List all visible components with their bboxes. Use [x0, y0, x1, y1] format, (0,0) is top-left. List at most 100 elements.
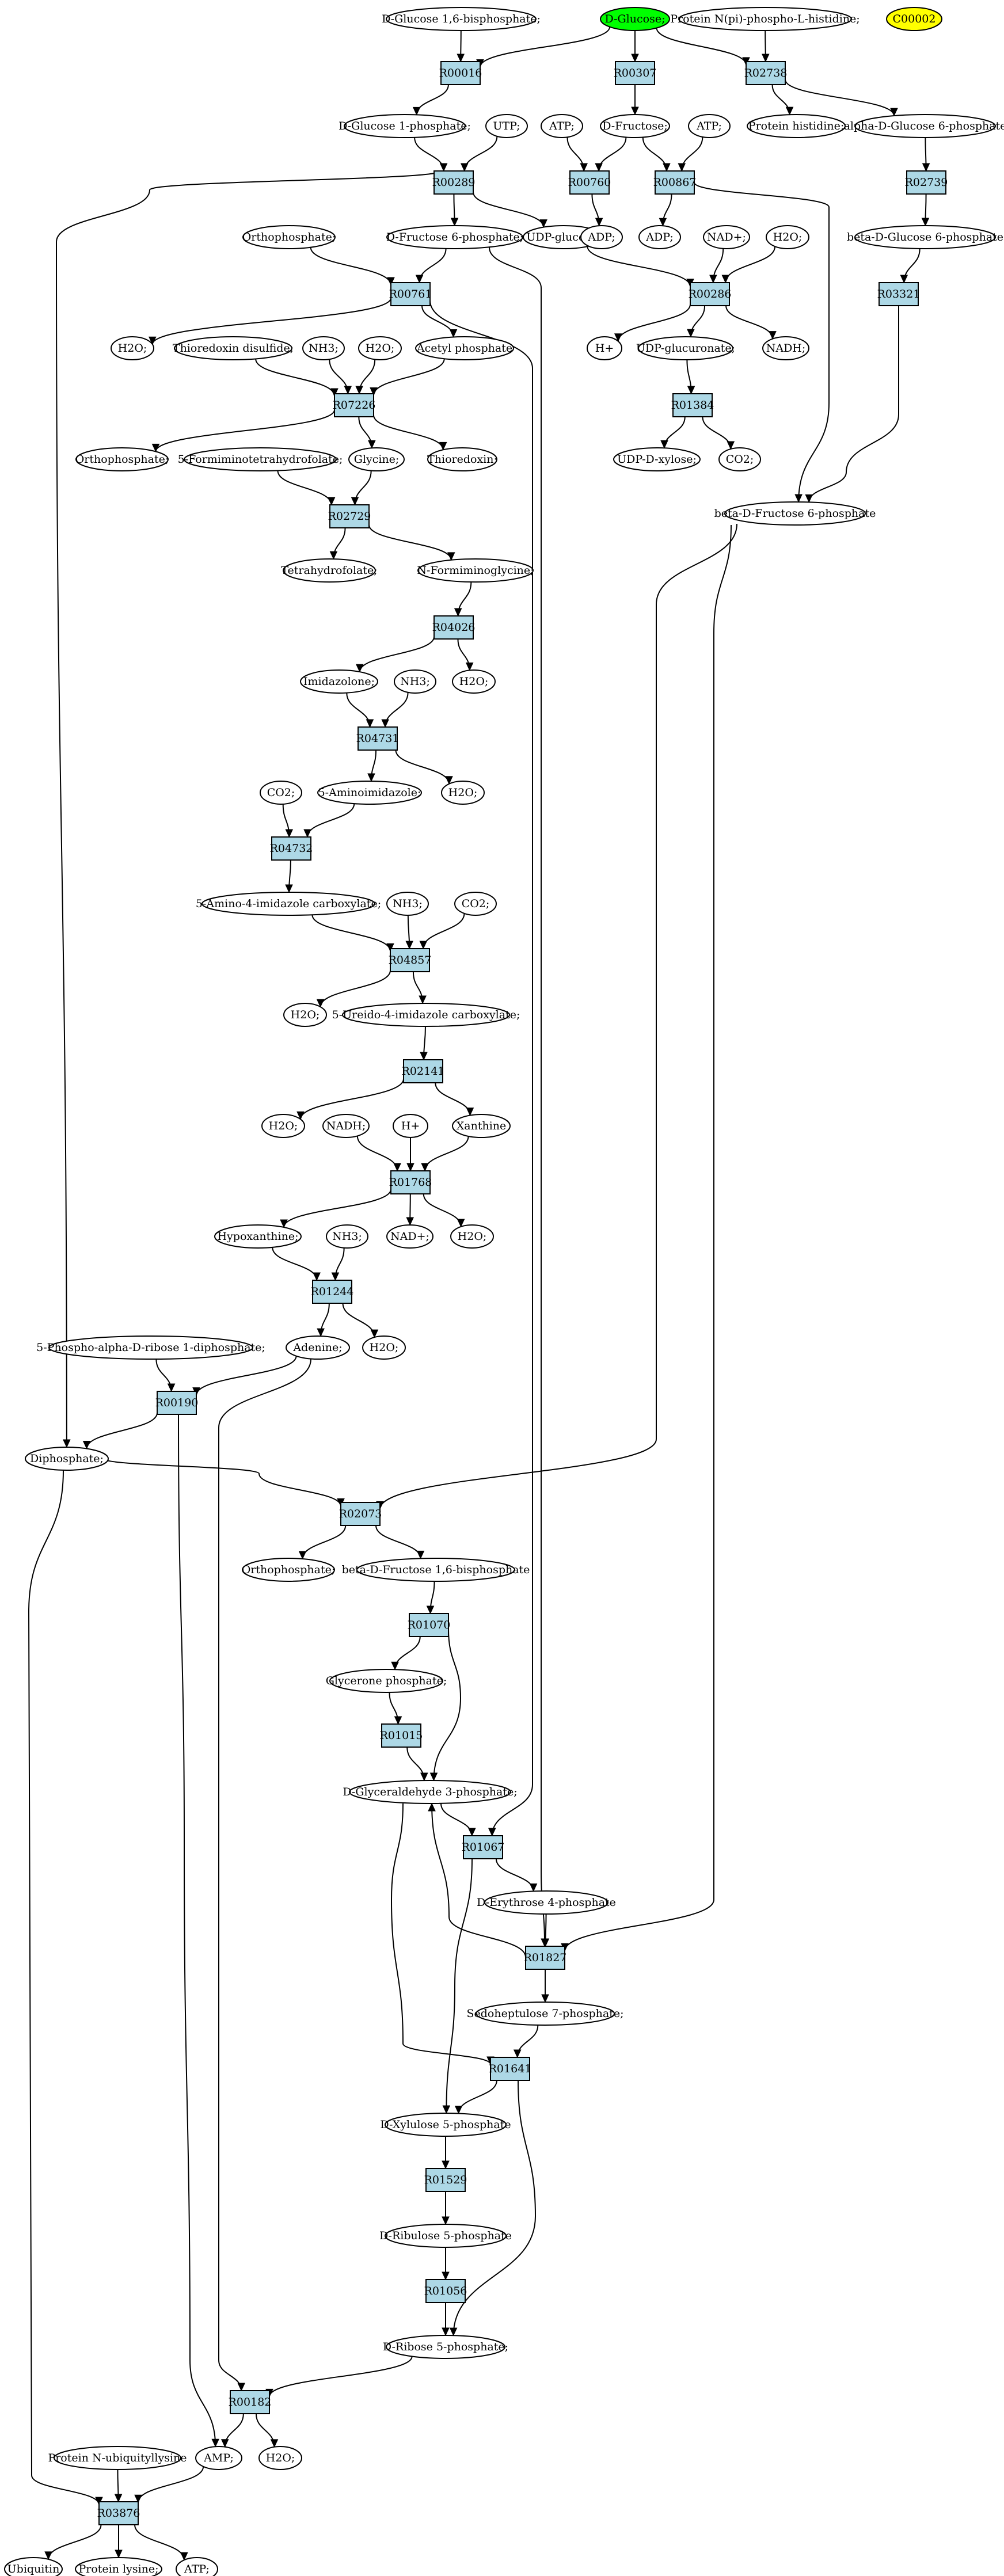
reaction-node-r02141[interactable]: R02141	[402, 1059, 445, 1083]
compound-node-amp[interactable]: AMP;	[195, 2446, 242, 2470]
compound-node-bfru6p[interactable]: beta-D-Fructose 6-phosphate	[714, 501, 876, 526]
compound-node-h2o-j[interactable]: H2O;	[258, 2446, 302, 2470]
reaction-node-r01768[interactable]: R01768	[389, 1170, 432, 1194]
compound-node-adp1[interactable]: ADP;	[580, 225, 623, 249]
compound-node-h2o-a[interactable]: H2O;	[766, 225, 809, 249]
reaction-node-r03876[interactable]: R03876	[97, 2501, 140, 2525]
reaction-node-r02738[interactable]: R02738	[744, 61, 788, 85]
compound-node-udpxyl[interactable]: UDP-D-xylose;	[613, 447, 701, 471]
compound-node-prohis[interactable]: Protein histidine;	[747, 114, 846, 138]
compound-node-publ[interactable]: Protein N-ubiquityllysine	[48, 2446, 187, 2470]
reaction-node-r02739[interactable]: R02739	[905, 170, 948, 195]
reaction-node-r00867[interactable]: R00867	[653, 170, 697, 195]
compound-node-h2o-b[interactable]: H2O;	[111, 336, 154, 360]
compound-node-gp[interactable]: Glycerone phosphate;	[326, 1669, 447, 1693]
compound-node-nadp[interactable]: NAD+;	[703, 225, 750, 249]
reaction-node-r03321[interactable]: R03321	[877, 282, 921, 306]
reaction-node-r04026[interactable]: R04026	[432, 615, 476, 640]
reaction-node-r02073[interactable]: R02073	[339, 1502, 382, 1526]
compound-node-fthf[interactable]: 5-Formiminotetrahydrofolate;	[178, 447, 343, 471]
reaction-node-r01641[interactable]: R01641	[489, 2057, 532, 2081]
compound-node-nh3-b[interactable]: NH3;	[394, 669, 436, 694]
compound-node-diph[interactable]: Diphosphate;	[25, 1447, 109, 1471]
compound-node-bglc6p[interactable]: beta-D-Glucose 6-phosphate	[847, 225, 1003, 249]
compound-node-ade[interactable]: Adenine;	[286, 1335, 350, 1360]
compound-node-dfru[interactable]: D-Fructose;	[600, 114, 670, 138]
compound-node-h2o-f[interactable]: H2O;	[283, 1003, 327, 1027]
compound-node-nadh2[interactable]: NADH;	[322, 1114, 370, 1138]
compound-node-h2o-h[interactable]: H2O;	[450, 1224, 494, 1249]
compound-node-hypo[interactable]: Hypoxanthine;	[214, 1224, 302, 1249]
reaction-node-r00760[interactable]: R00760	[568, 170, 611, 195]
compound-node-imid[interactable]: Imidazolone;	[300, 669, 378, 694]
reaction-node-r02729[interactable]: R02729	[328, 504, 371, 528]
compound-node-ru5p[interactable]: D-Ribulose 5-phosphate	[379, 2224, 512, 2248]
compound-node-s7p[interactable]: Sedoheptulose 7-phosphate;	[466, 2002, 624, 2026]
compound-node-nh3-a[interactable]: NH3;	[302, 336, 345, 360]
compound-node-x5p[interactable]: D-Xylulose 5-phosphate	[380, 2113, 511, 2137]
compound-node-prpp[interactable]: 5-Phospho-alpha-D-ribose 1-diphosphate;	[36, 1335, 265, 1360]
compound-node-plys[interactable]: Protein lysine;	[75, 2557, 162, 2576]
compound-node-h2o-c[interactable]: H2O;	[358, 336, 402, 360]
reaction-node-r00286[interactable]: R00286	[689, 282, 732, 306]
reaction-node-r01067[interactable]: R01067	[462, 1835, 505, 1859]
compound-node-atp3[interactable]: ATP;	[176, 2557, 218, 2576]
compound-node-atp1[interactable]: ATP;	[541, 114, 583, 138]
compound-node-gly[interactable]: Glycine;	[348, 447, 405, 471]
reaction-node-r01015[interactable]: R01015	[380, 1723, 423, 1748]
reaction-node-r04731[interactable]: R04731	[356, 726, 400, 751]
compound-node-nadp2[interactable]: NAD+;	[386, 1224, 433, 1249]
compound-node-e4p[interactable]: D-Erythrose 4-phosphate	[477, 1890, 616, 1915]
compound-node-glc1p[interactable]: D-Glucose 1-phosphate;	[339, 114, 471, 138]
reaction-node-r01070[interactable]: R01070	[408, 1613, 451, 1637]
reaction-node-r07226[interactable]: R07226	[333, 393, 376, 417]
compound-node-nh3-c[interactable]: NH3;	[386, 892, 429, 916]
compound-node-hplus2[interactable]: H+	[393, 1114, 428, 1138]
reaction-node-r00289[interactable]: R00289	[432, 170, 476, 195]
compound-node-utp[interactable]: UTP;	[485, 114, 528, 138]
reaction-node-r00182[interactable]: R00182	[229, 2390, 272, 2414]
compound-node-nfgly[interactable]: N-Formiminoglycine;	[417, 558, 534, 583]
compound-node-trx[interactable]: Thioredoxin;	[427, 447, 497, 471]
compound-node-co2-c[interactable]: CO2;	[454, 892, 497, 916]
reaction-node-r01244[interactable]: R01244	[311, 1280, 354, 1304]
compound-node-nadh1[interactable]: NADH;	[762, 336, 809, 360]
reaction-node-r00016[interactable]: R00016	[439, 61, 482, 85]
compound-node-h2o-d[interactable]: H2O;	[452, 669, 496, 694]
compound-node-co2-a[interactable]: CO2;	[718, 447, 761, 471]
compound-node-glc16bp[interactable]: D-Glucose 1,6-bisphosphate;	[382, 7, 541, 31]
reaction-node-r01056[interactable]: R01056	[424, 2279, 467, 2303]
compound-node-fbp[interactable]: beta-D-Fructose 1,6-bisphosphate	[342, 1558, 530, 1582]
compound-node-aic[interactable]: 5-Amino-4-imidazole carboxylate;	[196, 892, 381, 916]
compound-node-udpglcur[interactable]: UDP-glucuronate;	[636, 336, 735, 360]
compound-node-aglc6p[interactable]: alpha-D-Glucose 6-phosphate	[844, 114, 1004, 138]
compound-node-nphis[interactable]: Protein N(pi)-phospho-L-histidine;	[670, 7, 860, 31]
compound-node-atp2[interactable]: ATP;	[688, 114, 731, 138]
compound-node-xan[interactable]: Xanthine	[452, 1114, 511, 1138]
reaction-node-r00307[interactable]: R00307	[614, 61, 657, 85]
reaction-node-r00761[interactable]: R00761	[389, 282, 432, 306]
compound-node-aminoimid[interactable]: 5-Aminoimidazole;	[317, 781, 422, 805]
compound-node-adp2[interactable]: ADP;	[638, 225, 681, 249]
compound-node-dglucose[interactable]: D-Glucose;	[600, 7, 670, 31]
compound-node-uic[interactable]: 5-Ureido-4-imidazole carboxylate;	[332, 1003, 520, 1027]
compound-node-acp[interactable]: Acetyl phosphate	[415, 336, 514, 360]
compound-node-h2o-i[interactable]: H2O;	[362, 1335, 406, 1360]
reaction-node-r01384[interactable]: R01384	[671, 393, 714, 417]
compound-node-c00002[interactable]: C00002	[886, 7, 942, 31]
compound-node-h2o-e[interactable]: H2O;	[441, 781, 485, 805]
compound-node-fru6p[interactable]: D-Fructose 6-phosphate;	[386, 225, 523, 249]
compound-node-co2-b[interactable]: CO2;	[260, 781, 302, 805]
compound-node-ortho3[interactable]: Orthophosphate;	[242, 1558, 336, 1582]
compound-node-r5p[interactable]: D-Ribose 5-phosphate;	[383, 2335, 508, 2359]
compound-node-trxss[interactable]: Thioredoxin disulfide;	[173, 336, 294, 360]
reaction-node-r00190[interactable]: R00190	[155, 1391, 199, 1415]
reaction-node-r04732[interactable]: R04732	[270, 836, 313, 861]
compound-node-h2o-g[interactable]: H2O;	[261, 1114, 305, 1138]
compound-node-ortho2[interactable]: Orthophosphate;	[75, 447, 169, 471]
compound-node-ubq[interactable]: Ubiquitin	[4, 2557, 63, 2576]
reaction-node-r04857[interactable]: R04857	[389, 948, 432, 972]
compound-node-hplus1[interactable]: H+	[587, 336, 622, 360]
reaction-node-r01827[interactable]: R01827	[524, 1946, 567, 1970]
compound-node-nh3-d[interactable]: NH3;	[326, 1224, 368, 1249]
